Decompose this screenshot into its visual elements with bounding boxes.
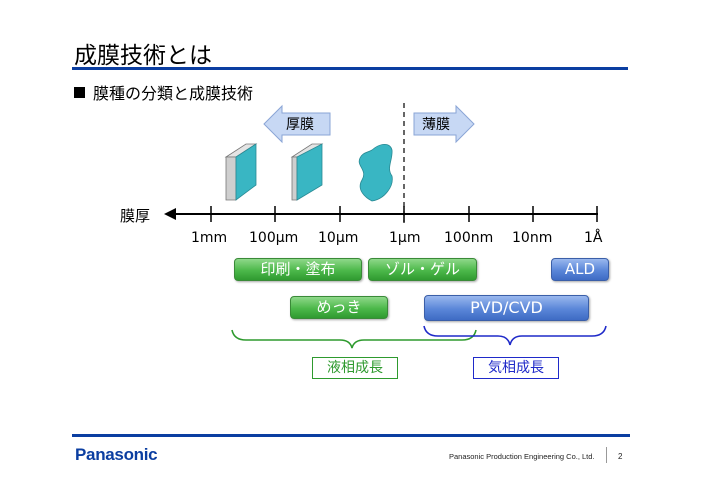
thick-film-block-1 bbox=[224, 143, 258, 201]
tick-label-100um: 100μm bbox=[249, 230, 299, 246]
tick-label-1-angstrom: 1Å bbox=[584, 230, 603, 246]
square-bullet-icon bbox=[74, 86, 85, 98]
bullet-text: 膜種の分類と成膜技術 bbox=[93, 84, 254, 103]
page-separator bbox=[606, 447, 607, 463]
title-rule bbox=[72, 67, 628, 70]
thick-film-block-2 bbox=[290, 143, 324, 201]
slide-title: 成膜技術とは bbox=[74, 43, 212, 69]
axis-arrowhead-icon bbox=[164, 208, 176, 220]
vapor-phase-brace bbox=[423, 325, 607, 346]
vapor-phase-growth-label: 気相成長 bbox=[473, 357, 559, 379]
liquid-phase-brace bbox=[231, 329, 477, 349]
thickness-axis-label: 膜厚 bbox=[120, 207, 151, 225]
liquid-phase-growth-label: 液相成長 bbox=[312, 357, 398, 379]
tick-label-10nm: 10nm bbox=[512, 230, 553, 246]
axis-ticks bbox=[210, 206, 598, 222]
tick-label-1mm: 1mm bbox=[191, 230, 228, 246]
footer-rule bbox=[72, 434, 630, 437]
printing-coating-method: 印刷・塗布 bbox=[234, 258, 362, 281]
tick-label-1um: 1μm bbox=[389, 230, 421, 246]
bullet-item: 膜種の分類と成膜技術 bbox=[74, 80, 253, 104]
pvd-cvd-method: PVD/CVD bbox=[424, 295, 589, 321]
thick-film-label: 厚膜 bbox=[286, 117, 314, 133]
sol-gel-method: ゾル・ゲル bbox=[368, 258, 477, 281]
thick-film-arrow bbox=[263, 104, 331, 144]
tick-label-10um: 10μm bbox=[318, 230, 359, 246]
page-number: 2 bbox=[618, 452, 623, 461]
company-name: Panasonic Production Engineering Co., Lt… bbox=[449, 452, 595, 461]
plating-method: めっき bbox=[290, 296, 388, 319]
thin-film-label: 薄膜 bbox=[422, 117, 450, 133]
panasonic-logo: Panasonic bbox=[75, 445, 158, 464]
thin-film-arrow bbox=[413, 104, 475, 144]
ald-method: ALD bbox=[551, 258, 609, 281]
tick-label-100nm: 100nm bbox=[444, 230, 494, 246]
wavy-film-sheet bbox=[358, 143, 393, 202]
